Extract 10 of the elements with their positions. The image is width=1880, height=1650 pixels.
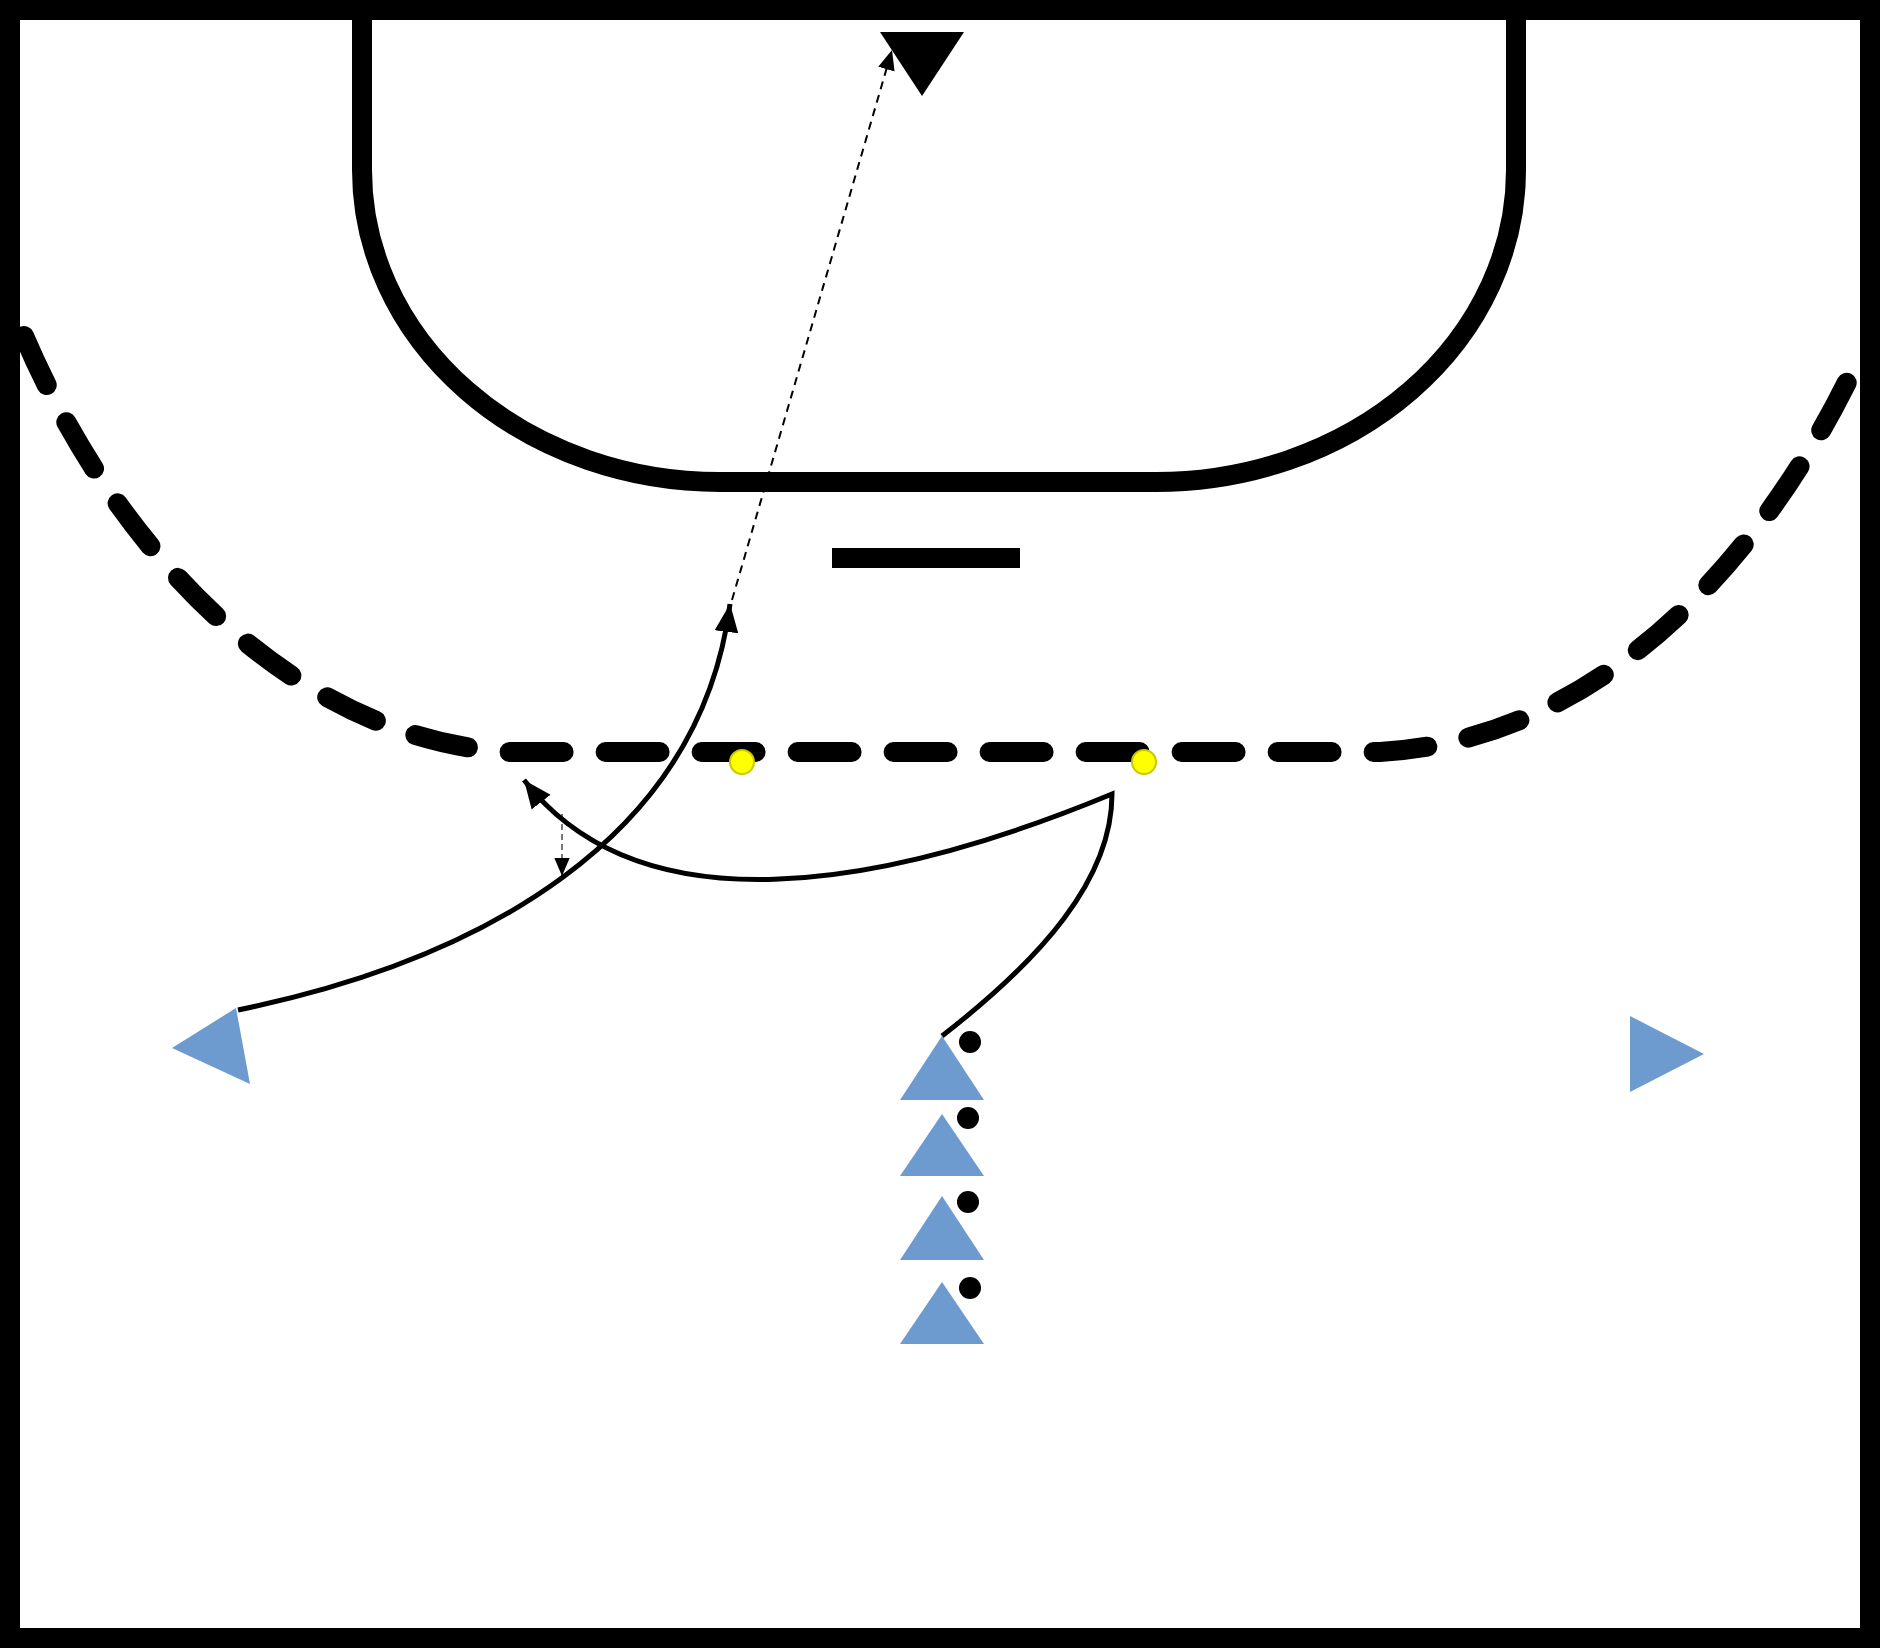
player-marker [1630,1016,1704,1092]
player-marker [172,1008,250,1084]
player-marker [900,1114,984,1176]
shot-arrow [731,49,895,601]
player-marker [900,1196,984,1260]
goalkeeper-marker [880,32,964,96]
run-path [522,778,1115,1038]
player-marker [900,1282,984,1344]
run-path [237,603,737,1013]
player-marker [900,1036,984,1100]
